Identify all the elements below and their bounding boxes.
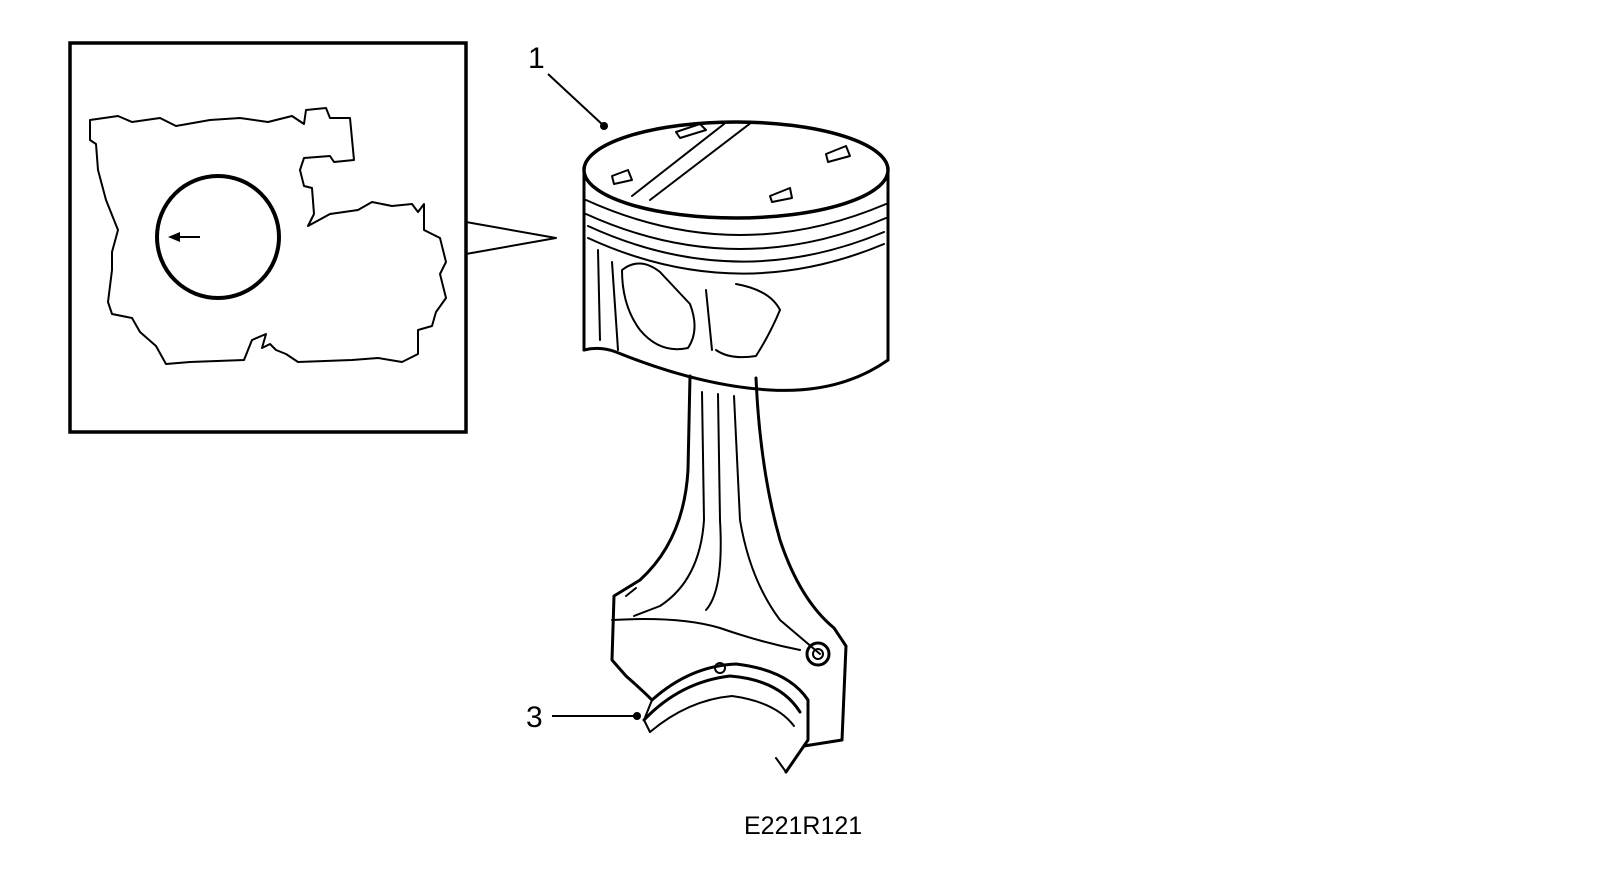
callout-3-label: 3 (526, 701, 543, 734)
direction-arrow-icon (168, 232, 200, 242)
oil-hole-circle (155, 174, 281, 300)
piston (582, 120, 890, 392)
inset-pointer-wedge (465, 221, 557, 255)
callout-3: 3 (526, 701, 641, 734)
figure-reference-code: E221R121 (744, 812, 862, 840)
piston-crown-outline (89, 107, 447, 365)
connecting-rod (610, 374, 848, 774)
inset-detail-box (68, 41, 468, 434)
callout-1-label: 1 (528, 42, 545, 75)
callout-1: 1 (528, 42, 608, 130)
